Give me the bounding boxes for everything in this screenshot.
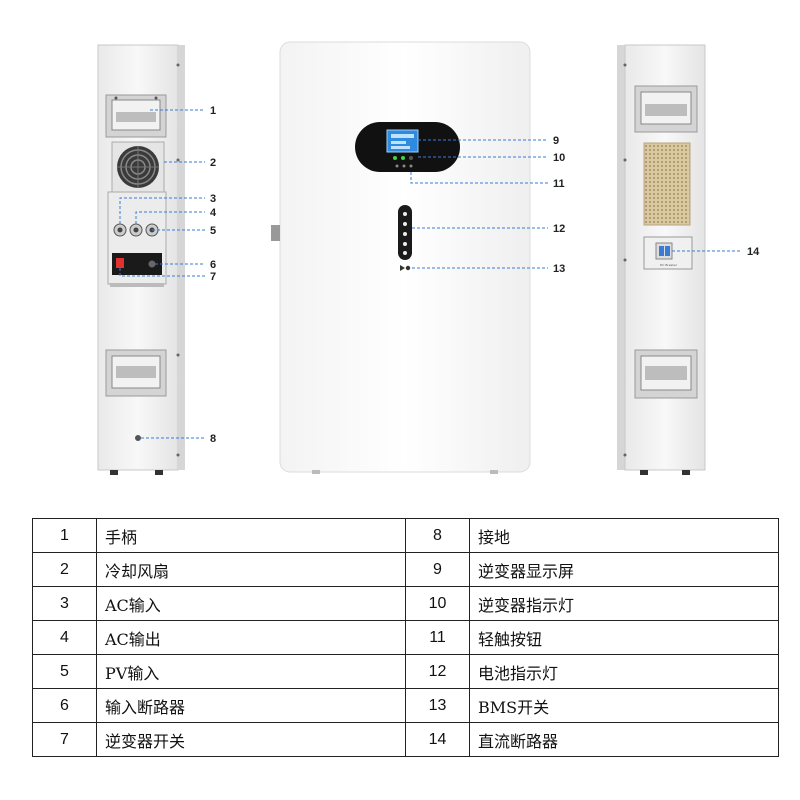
callout-4: 4 <box>210 207 217 219</box>
table-row: 1 手柄 8 接地 <box>32 518 779 553</box>
table-row: 2 冷却风扇 9 逆变器显示屏 <box>32 552 779 587</box>
legend-num: 3 <box>32 586 97 621</box>
callout-numbers: 1 2 3 4 5 6 7 8 9 10 11 12 13 14 <box>210 105 760 445</box>
handle-top-left <box>105 94 167 138</box>
table-row: 6 输入断路器 13 BMS开关 <box>32 688 779 723</box>
dc-breaker: DC Breaker <box>643 236 693 270</box>
display-module <box>355 122 460 172</box>
legend-num: 8 <box>405 518 470 553</box>
legend-num: 13 <box>405 688 470 723</box>
legend-label: AC输入 <box>96 586 406 621</box>
legend-label: 逆变器开关 <box>96 722 406 757</box>
legend-label: 输入断路器 <box>96 688 406 723</box>
battery-indicator <box>398 205 412 260</box>
legend-label: 轻触按钮 <box>469 620 779 655</box>
handle-top-right <box>634 85 698 133</box>
legend-num: 11 <box>405 620 470 655</box>
legend-label: 接地 <box>469 518 779 553</box>
legend-label: 逆变器显示屏 <box>469 552 779 587</box>
legend-label: PV输入 <box>96 654 406 689</box>
legend-label: 手柄 <box>96 518 406 553</box>
legend-num: 12 <box>405 654 470 689</box>
callout-9: 9 <box>553 135 559 147</box>
callout-14: 14 <box>747 246 760 258</box>
callout-6: 6 <box>210 259 216 271</box>
device-diagram: DC Breaker 1 2 3 4 5 6 7 8 9 <box>97 41 760 475</box>
handle-bottom-right <box>634 349 698 399</box>
legend-label: 电池指示灯 <box>469 654 779 689</box>
legend-num: 1 <box>32 518 97 553</box>
callout-7: 7 <box>210 271 216 283</box>
legend-num: 2 <box>32 552 97 587</box>
callout-12: 12 <box>553 223 565 235</box>
legend-num: 14 <box>405 722 470 757</box>
legend-num: 10 <box>405 586 470 621</box>
callout-11: 11 <box>553 178 565 190</box>
right-side-view: DC Breaker <box>617 44 706 475</box>
legend-label: BMS开关 <box>469 688 779 723</box>
legend-label: 逆变器指示灯 <box>469 586 779 621</box>
table-row: 7 逆变器开关 14 直流断路器 <box>32 722 779 757</box>
legend-num: 5 <box>32 654 97 689</box>
port-panel <box>107 191 167 287</box>
legend-num: 9 <box>405 552 470 587</box>
legend-label: AC输出 <box>96 620 406 655</box>
callout-13: 13 <box>553 263 565 275</box>
legend-num: 7 <box>32 722 97 757</box>
table-row: 3 AC输入 10 逆变器指示灯 <box>32 586 779 621</box>
vent-grille <box>643 142 691 226</box>
svg-text:DC Breaker: DC Breaker <box>660 263 678 267</box>
legend-label: 冷却风扇 <box>96 552 406 587</box>
cooling-fan <box>111 141 165 193</box>
handle-bottom-left <box>105 349 167 397</box>
legend-num: 6 <box>32 688 97 723</box>
callout-lines <box>119 109 742 439</box>
callout-8: 8 <box>210 433 216 445</box>
table-row: 4 AC输出 11 轻触按钮 <box>32 620 779 655</box>
callout-2: 2 <box>210 157 216 169</box>
callout-5: 5 <box>210 225 216 237</box>
table-row: 5 PV输入 12 电池指示灯 <box>32 654 779 689</box>
ground-terminal <box>135 435 141 441</box>
left-side-view <box>97 44 185 475</box>
callout-3: 3 <box>210 193 216 205</box>
callout-1: 1 <box>210 105 216 117</box>
legend-num: 4 <box>32 620 97 655</box>
legend-label: 直流断路器 <box>469 722 779 757</box>
legend-table: 1 手柄 8 接地 2 冷却风扇 9 逆变器显示屏 3 AC输入 10 逆变器指… <box>32 518 779 757</box>
front-view <box>271 41 531 474</box>
bms-switch <box>400 265 411 271</box>
callout-10: 10 <box>553 152 565 164</box>
